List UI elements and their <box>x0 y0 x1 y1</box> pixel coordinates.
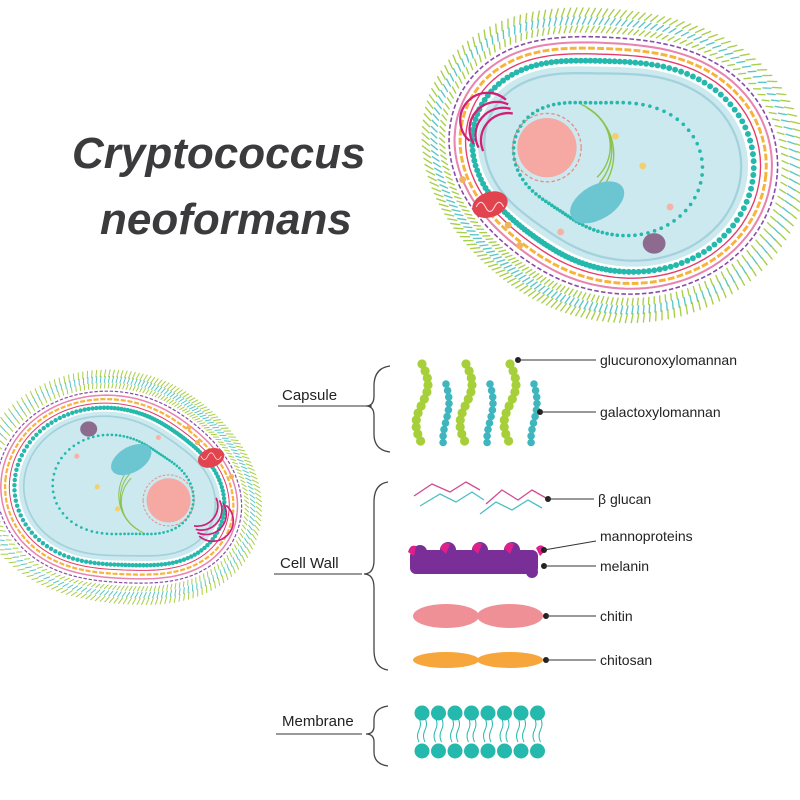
capsule-label: Capsule <box>282 387 337 404</box>
label-chitin: chitin <box>600 608 633 624</box>
component-labels: glucuronoxylomannan galactoxylomannan β … <box>515 352 737 668</box>
beta-glucan-fibers <box>413 481 547 515</box>
large-cell-illustration <box>421 7 800 324</box>
galactoxylomannan-strands <box>439 380 541 447</box>
membrane-section: Membrane <box>276 705 389 767</box>
chitin-units <box>413 604 543 628</box>
label-mannoproteins: mannoproteins <box>600 528 693 544</box>
label-glucuronoxylomannan: glucuronoxylomannan <box>600 352 737 368</box>
membrane-label: Membrane <box>282 713 354 730</box>
small-cell-illustration <box>0 369 263 606</box>
glucuronoxylomannan-strands <box>411 359 521 446</box>
capsule-section: Capsule <box>278 365 391 453</box>
label-galactoxylomannan: galactoxylomannan <box>600 404 721 420</box>
cell-wall-label: Cell Wall <box>280 555 339 572</box>
cell-wall-section: Cell Wall <box>274 481 389 671</box>
label-beta-glucan: β glucan <box>598 491 651 507</box>
title-line-1: Cryptococcus <box>72 129 365 178</box>
label-melanin: melanin <box>600 558 649 574</box>
label-chitosan: chitosan <box>600 652 652 668</box>
membrane-bilayer <box>414 705 545 759</box>
title-line-2: neoformans <box>100 195 352 244</box>
chitosan-units <box>413 652 543 668</box>
melanin-layer <box>410 542 538 578</box>
